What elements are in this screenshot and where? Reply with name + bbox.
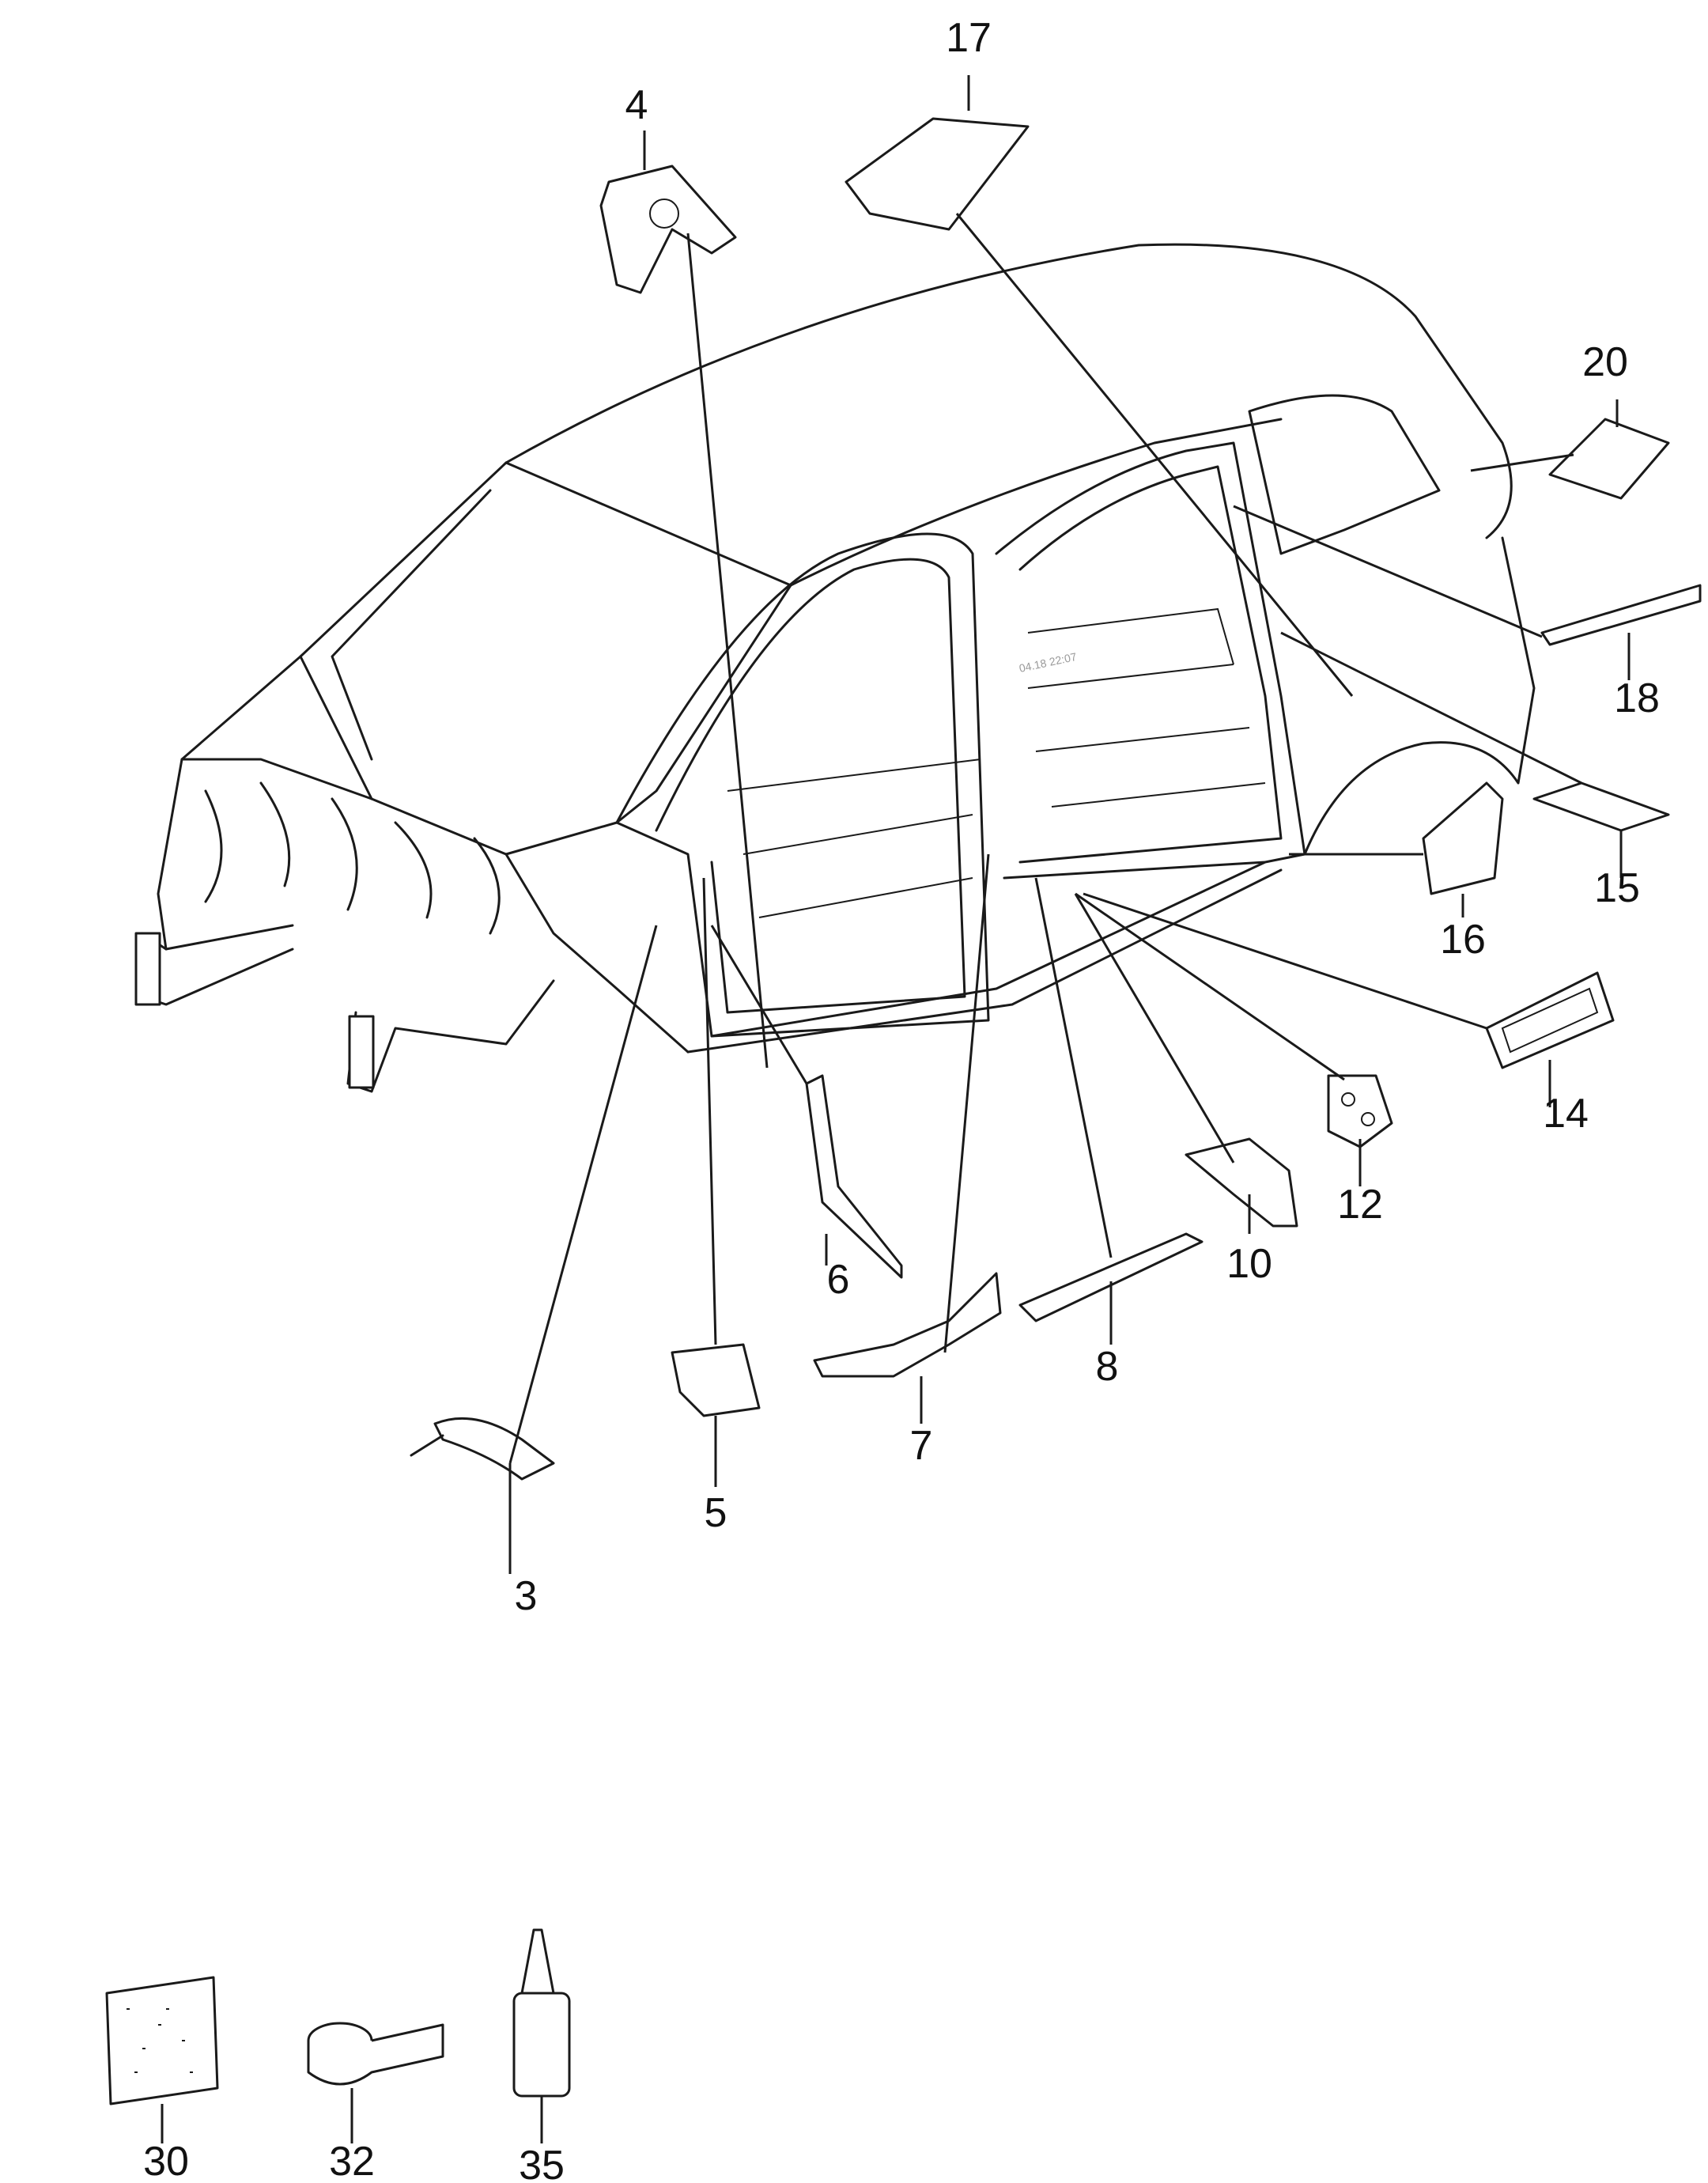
callout-14: 14	[1543, 1091, 1589, 1137]
part-20	[1548, 418, 1670, 500]
callout-8: 8	[1096, 1344, 1119, 1390]
part-8	[1018, 1232, 1204, 1322]
car-body-illustration	[134, 243, 1536, 1093]
callout-numbers: 3 4 5 6 7 8 10 12 14 15 16 17 18 20 30 3…	[143, 15, 1660, 2183]
callout-35: 35	[519, 2143, 565, 2183]
callout-6: 6	[827, 1257, 850, 1303]
callout-12: 12	[1337, 1182, 1383, 1228]
part-17	[845, 117, 1030, 231]
callout-32: 32	[329, 2139, 375, 2183]
callout-7: 7	[910, 1423, 933, 1469]
part-16	[1422, 781, 1504, 895]
part-32	[307, 2022, 444, 2086]
part-35	[512, 1928, 571, 2098]
part-30	[105, 1976, 219, 2105]
leader-lines	[161, 75, 1631, 2143]
callout-3: 3	[515, 1573, 538, 1619]
part-10	[1185, 1137, 1298, 1228]
callout-5: 5	[705, 1490, 727, 1536]
callout-16: 16	[1440, 917, 1486, 963]
callout-18: 18	[1614, 675, 1660, 721]
callout-10: 10	[1226, 1241, 1272, 1287]
part-15	[1532, 781, 1670, 832]
part-14	[1485, 971, 1615, 1069]
watermark: 04.18 22:07	[1018, 650, 1078, 675]
callout-30: 30	[143, 2139, 189, 2183]
part-6	[805, 1074, 903, 1279]
part-4	[599, 165, 737, 294]
callout-4: 4	[625, 82, 648, 128]
part-7	[813, 1272, 1002, 1378]
part-5	[671, 1343, 761, 1417]
callout-17: 17	[946, 15, 992, 61]
part-12	[1327, 1074, 1393, 1148]
callout-15: 15	[1594, 865, 1640, 911]
callout-20: 20	[1582, 339, 1628, 385]
part-18	[1540, 584, 1702, 646]
part-3	[410, 1417, 555, 1481]
